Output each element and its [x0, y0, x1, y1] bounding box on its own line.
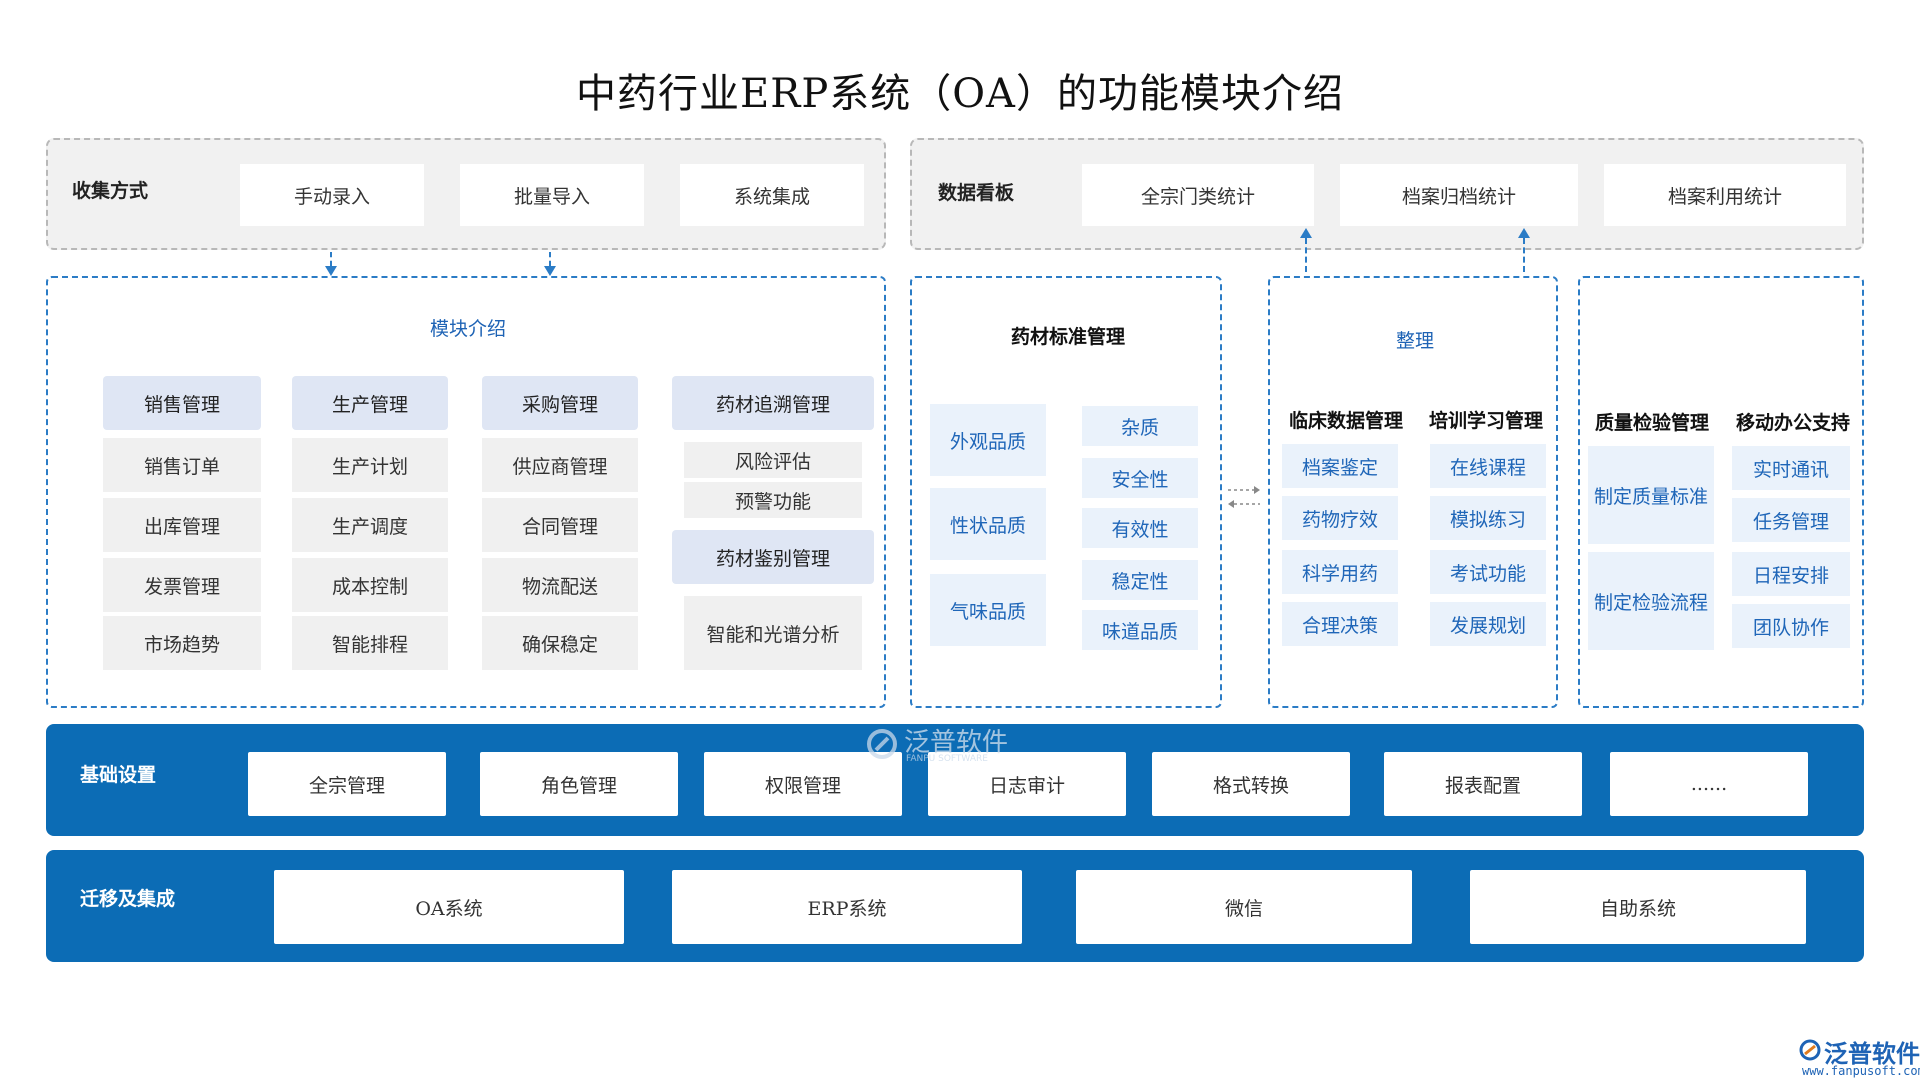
module-item[interactable]: 风险评估	[684, 442, 862, 478]
module-item[interactable]: 生产计划	[292, 438, 448, 492]
basic-item[interactable]: 格式转换	[1152, 752, 1350, 816]
organize-item[interactable]: 模拟练习	[1430, 496, 1546, 540]
watermark-text: 泛普软件	[904, 728, 1009, 758]
standard-right-item[interactable]: 味道品质	[1082, 610, 1198, 650]
arrow-down-icon	[544, 266, 556, 276]
module-head-production[interactable]: 生产管理	[292, 376, 448, 430]
organize-item[interactable]: 在线课程	[1430, 444, 1546, 488]
modules-label: 模块介绍	[429, 317, 506, 340]
quality-item[interactable]: 制定检验流程	[1588, 552, 1714, 650]
watermark-logo-icon	[867, 729, 897, 759]
arrow-up-line	[1523, 238, 1525, 272]
collect-item[interactable]: 系统集成	[680, 164, 864, 226]
organize-label: 整理	[1395, 329, 1434, 352]
standard-right-item[interactable]: 杂质	[1082, 406, 1198, 446]
dashboard-item[interactable]: 档案归档统计	[1340, 164, 1578, 226]
modules-panel: 模块介绍 销售管理 销售订单 出库管理 发票管理 市场趋势 生产管理 生产计划 …	[46, 276, 886, 708]
module-item[interactable]: 物流配送	[482, 558, 638, 612]
arrow-up-icon	[1300, 228, 1312, 238]
migrate-label: 迁移及集成	[80, 888, 176, 910]
migrate-item[interactable]: OA系统	[274, 870, 624, 944]
mobile-item[interactable]: 任务管理	[1732, 498, 1850, 542]
basic-band: 基础设置 全宗管理 角色管理 权限管理 日志审计 格式转换 报表配置 .....…	[46, 724, 1864, 836]
module-head-purchase[interactable]: 采购管理	[482, 376, 638, 430]
arrow-down-line	[549, 252, 551, 266]
organize-panel: 整理 临床数据管理 培训学习管理 档案鉴定 药物疗效 科学用药 合理决策 在线课…	[1268, 276, 1558, 708]
organize-item[interactable]: 考试功能	[1430, 550, 1546, 594]
standard-right-item[interactable]: 稳定性	[1082, 560, 1198, 600]
organize-col1-head: 临床数据管理	[1288, 409, 1403, 432]
arrow-down-icon	[325, 266, 337, 276]
basic-item[interactable]: 全宗管理	[248, 752, 446, 816]
collect-band: 收集方式 手动录入 批量导入 系统集成	[46, 138, 886, 250]
watermark-sub: FANPU SOFTWARE	[906, 754, 988, 764]
module-item[interactable]: 供应商管理	[482, 438, 638, 492]
module-head-identify[interactable]: 药材鉴别管理	[672, 530, 874, 584]
brand-logo-icon	[1799, 1039, 1821, 1061]
quality-col1-head: 质量检验管理	[1594, 411, 1709, 434]
organize-item[interactable]: 发展规划	[1430, 602, 1546, 646]
standard-label: 药材标准管理	[1010, 325, 1125, 348]
organize-item[interactable]: 科学用药	[1282, 550, 1398, 594]
arrow-down-line	[330, 252, 332, 266]
collect-item[interactable]: 手动录入	[240, 164, 424, 226]
brand-logo-url: www.fanpusoft.com	[1802, 1064, 1920, 1078]
basic-item[interactable]: 日志审计	[928, 752, 1126, 816]
module-item[interactable]: 预警功能	[684, 482, 862, 518]
module-item[interactable]: 智能排程	[292, 616, 448, 670]
module-item[interactable]: 智能和光谱分析	[684, 596, 862, 670]
bidirectional-arrow-icon	[1228, 486, 1260, 508]
brand-logo: 泛普软件 www.fanpusoft.com	[1798, 1034, 1920, 1078]
dashboard-band: 数据看板 全宗门类统计 档案归档统计 档案利用统计	[910, 138, 1864, 250]
module-item[interactable]: 市场趋势	[103, 616, 261, 670]
standard-left-item[interactable]: 性状品质	[930, 488, 1046, 560]
organize-col2-head: 培训学习管理	[1428, 409, 1543, 432]
standard-left-item[interactable]: 外观品质	[930, 404, 1046, 476]
organize-item[interactable]: 合理决策	[1282, 602, 1398, 646]
quality-item[interactable]: 制定质量标准	[1588, 446, 1714, 544]
quality-panel: 质量检验管理 移动办公支持 制定质量标准 制定检验流程 实时通讯 任务管理 日程…	[1578, 276, 1864, 708]
module-item[interactable]: 发票管理	[103, 558, 261, 612]
basic-item[interactable]: 报表配置	[1384, 752, 1582, 816]
migrate-item[interactable]: 微信	[1076, 870, 1412, 944]
page-title: 中药行业ERP系统（OA）的功能模块介绍	[576, 71, 1344, 117]
standard-left-item[interactable]: 气味品质	[930, 574, 1046, 646]
module-item[interactable]: 合同管理	[482, 498, 638, 552]
migrate-item[interactable]: 自助系统	[1470, 870, 1806, 944]
basic-item[interactable]: 权限管理	[704, 752, 902, 816]
module-item[interactable]: 生产调度	[292, 498, 448, 552]
dashboard-label: 数据看板	[938, 182, 1015, 204]
arrow-up-icon	[1518, 228, 1530, 238]
migrate-band: 迁移及集成 OA系统 ERP系统 微信 自助系统	[46, 850, 1864, 962]
basic-item[interactable]: 角色管理	[480, 752, 678, 816]
module-head-trace[interactable]: 药材追溯管理	[672, 376, 874, 430]
collect-item[interactable]: 批量导入	[460, 164, 644, 226]
module-item[interactable]: 出库管理	[103, 498, 261, 552]
standard-right-item[interactable]: 安全性	[1082, 458, 1198, 498]
brand-logo-text: 泛普软件	[1824, 1040, 1920, 1068]
dashboard-item[interactable]: 全宗门类统计	[1082, 164, 1314, 226]
module-head-sales[interactable]: 销售管理	[103, 376, 261, 430]
basic-label: 基础设置	[80, 764, 157, 786]
module-item[interactable]: 确保稳定	[482, 616, 638, 670]
mobile-item[interactable]: 日程安排	[1732, 552, 1850, 596]
dashboard-item[interactable]: 档案利用统计	[1604, 164, 1846, 226]
organize-item[interactable]: 档案鉴定	[1282, 444, 1398, 488]
arrow-up-line	[1305, 238, 1307, 272]
mobile-item[interactable]: 实时通讯	[1732, 446, 1850, 490]
organize-item[interactable]: 药物疗效	[1282, 496, 1398, 540]
quality-col2-head: 移动办公支持	[1735, 411, 1850, 434]
module-item[interactable]: 销售订单	[103, 438, 261, 492]
module-item[interactable]: 成本控制	[292, 558, 448, 612]
collect-label: 收集方式	[72, 180, 149, 202]
migrate-item[interactable]: ERP系统	[672, 870, 1022, 944]
mobile-item[interactable]: 团队协作	[1732, 604, 1850, 648]
basic-item-more[interactable]: ......	[1610, 752, 1808, 816]
standard-right-item[interactable]: 有效性	[1082, 508, 1198, 548]
standard-panel: 药材标准管理 外观品质 性状品质 气味品质 杂质 安全性 有效性 稳定性 味道品…	[910, 276, 1222, 708]
watermark: 泛普软件 FANPU SOFTWARE	[866, 722, 1036, 768]
